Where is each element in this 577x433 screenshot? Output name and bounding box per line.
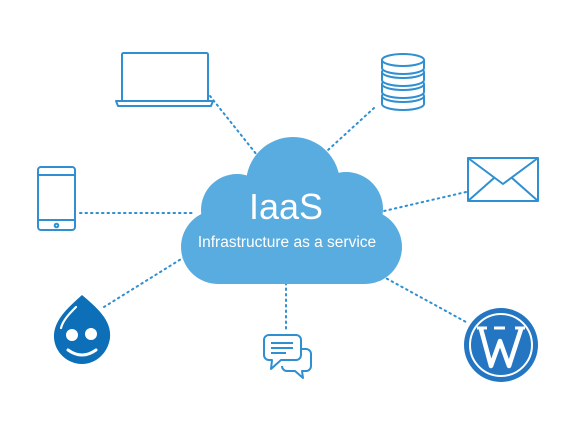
connectors: [79, 95, 467, 331]
connector-database: [327, 107, 375, 151]
connector-laptop: [209, 95, 258, 156]
laptop-icon: [115, 52, 214, 107]
envelope-icon: [467, 157, 539, 202]
cloud-subtitle: Infrastructure as a service: [198, 234, 376, 251]
drupal-logo: [53, 295, 111, 364]
wordpress-logo: [464, 308, 538, 382]
cloud: [181, 137, 402, 284]
cloud-title: IaaS: [249, 186, 323, 227]
smartphone-icon: [37, 166, 76, 231]
chat-bubbles-icon: [263, 334, 312, 379]
connector-wordpress: [381, 275, 467, 323]
connector-envelope: [383, 191, 467, 212]
connector-drupal: [103, 255, 187, 308]
database-icon: [381, 53, 425, 111]
